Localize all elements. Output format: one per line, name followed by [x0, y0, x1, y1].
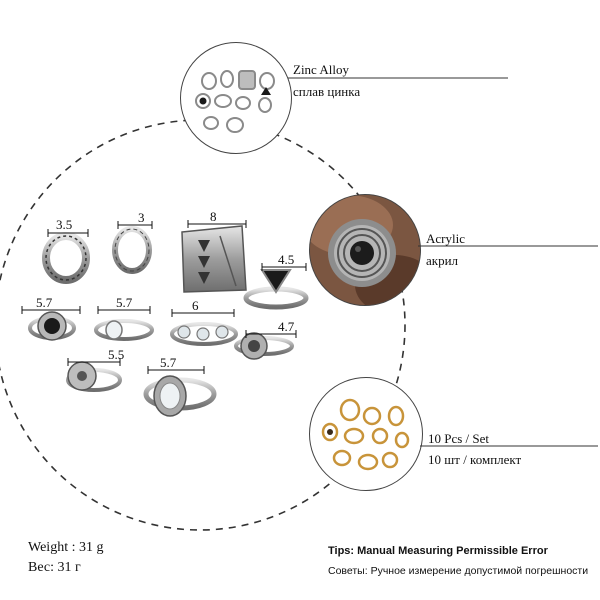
ring-big-opal-10 [143, 375, 217, 417]
ring-flower-9 [66, 361, 122, 392]
weight-en: Weight : 31 g [28, 540, 104, 555]
ring-triangle-4 [243, 269, 309, 310]
ring-shield-3 [181, 225, 247, 293]
zinc-alloy-thumbnail [180, 42, 292, 154]
size-label: 8 [210, 209, 217, 224]
size-label: 5.7 [160, 355, 177, 370]
pcs-label-ru: 10 шт / комплект [428, 452, 522, 467]
ring-band-2 [112, 226, 152, 274]
measurement-bars [21, 220, 307, 374]
size-label: 6 [192, 298, 199, 313]
acrylic-ring-closeup-image [310, 195, 420, 305]
tips-en: Tips: Manual Measuring Permissible Error [328, 545, 548, 557]
zinc-alloy-label-ru: сплав цинка [293, 84, 361, 99]
size-label: 3.5 [56, 217, 73, 232]
acrylic-callout-line [418, 245, 598, 247]
weight-ru: Вес: 31 г [28, 560, 81, 575]
pcs-callout-line [420, 445, 598, 447]
ring-three-stones-7 [170, 322, 238, 346]
size-label: 4.7 [278, 319, 295, 334]
zinc-callout-line [288, 77, 508, 79]
rings-set-gold-image [321, 398, 410, 471]
tips-ru: Советы: Ручное измерение допустимой погр… [328, 565, 589, 577]
rings-set-silver-image [195, 70, 275, 133]
ring-opal-6 [94, 319, 154, 341]
size-label: 3 [138, 210, 145, 225]
acrylic-label: Acrylic [426, 231, 465, 246]
zinc-alloy-label: Zinc Alloy [293, 62, 349, 77]
ring-medallion-8 [234, 332, 294, 360]
pcs-thumbnail [309, 377, 423, 491]
pcs-label: 10 Pcs / Set [428, 431, 490, 446]
acrylic-thumbnail [309, 194, 421, 306]
acrylic-label-ru: акрил [426, 253, 459, 268]
size-label: 5.5 [108, 347, 125, 362]
ring-black-stone-5 [28, 311, 76, 341]
ring-band-1 [42, 232, 90, 284]
size-label: 4.5 [278, 252, 295, 267]
size-label: 5.7 [116, 295, 133, 310]
size-label: 5.7 [36, 295, 53, 310]
